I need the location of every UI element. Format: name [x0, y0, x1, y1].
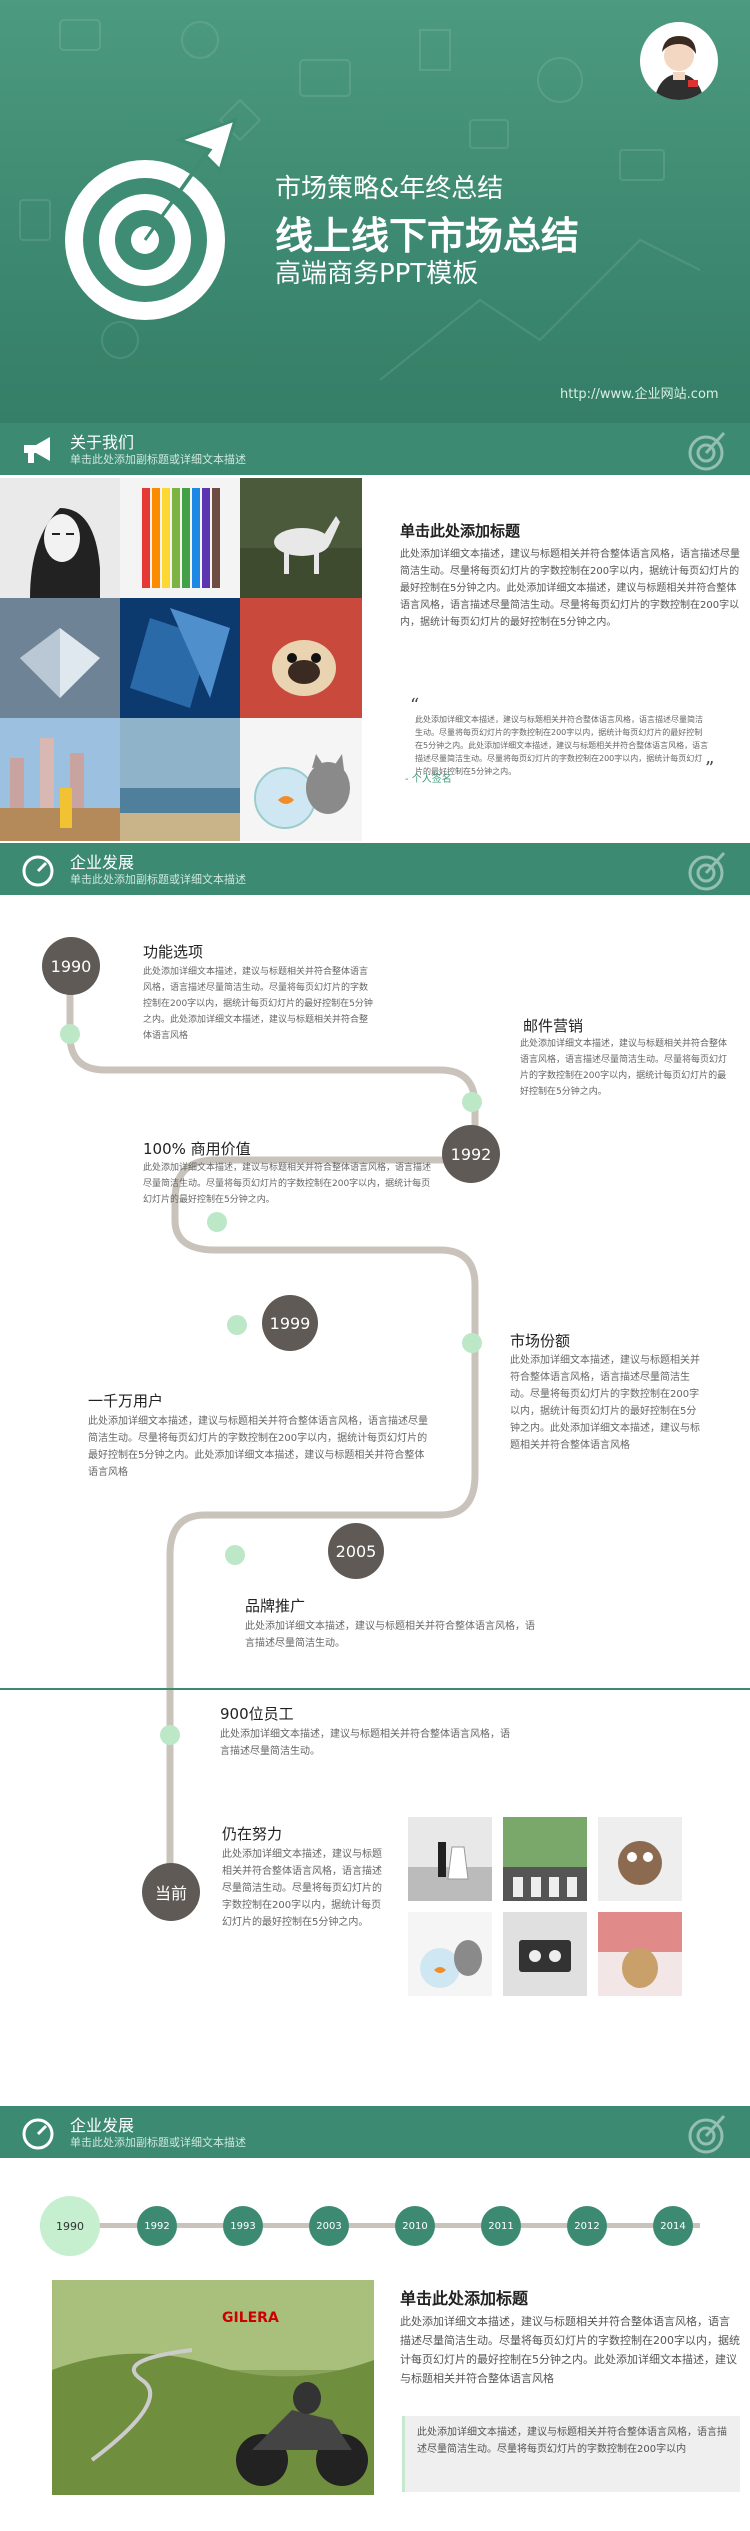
timeline-dot: [60, 1024, 80, 1044]
photo-dog: [598, 1912, 682, 1996]
photo-castle: [0, 718, 120, 841]
target-watermark-icon: [688, 2114, 726, 2154]
photo-toy: [598, 1817, 682, 1901]
signature: - 个人签名: [405, 774, 452, 785]
horizontal-timeline-line: [40, 2223, 700, 2228]
dev1-header-title: 企业发展: [70, 853, 135, 872]
milestone-text: 此处添加详细文本描述，建议与标题相关并符合整体语言风格，语言描述尽量简洁生动。尽…: [143, 1163, 432, 1205]
year-node-2014[interactable]: 2014: [653, 2206, 693, 2246]
photo-motorcycle: GILERA: [52, 2280, 374, 2495]
divider-line: [0, 1688, 750, 1690]
photo-diamond: [0, 598, 120, 718]
milestone-text: 此处添加详细文本描述，建议与标题相关并符合整体语言风格，语言描述尽量简洁生动。尽…: [88, 1416, 428, 1478]
photo-crosswalk: [503, 1817, 587, 1901]
milestone-title: 市场份额: [510, 1332, 571, 1350]
cover-title-line3: 高端商务PPT模板: [275, 259, 479, 289]
background-pattern: [19, 19, 701, 381]
milestone-title: 功能选项: [143, 943, 204, 961]
photo-horse: [240, 478, 362, 598]
year-circle-current: 当前: [142, 1863, 200, 1921]
target-logo-icon: [65, 117, 238, 320]
speedometer-icon: [22, 855, 54, 887]
quote-open-mark: “: [410, 695, 420, 716]
about-header-title: 关于我们: [70, 433, 135, 452]
milestone-text: 此处添加详细文本描述，建议与标题相关并符合整体语言风格，语言描述尽量简洁生动。尽…: [520, 1039, 728, 1097]
dev2-header-subtitle: 单击此处添加副标题或详细文本描述: [70, 2136, 246, 2149]
milestone-title: 品牌推广: [245, 1597, 306, 1615]
cover-section: 市场策略&年终总结 线上线下市场总结 高端商务PPT模板 http://www.…: [0, 0, 750, 423]
milestone-text: 此处添加详细文本描述，建议与标题相关并符合整体语言风格，语言描述尽量简洁生动。: [245, 1621, 535, 1649]
year-node-1992[interactable]: 1992: [137, 2206, 177, 2246]
dev2-title: 单击此处添加标题: [400, 2289, 529, 2308]
timeline-road: [66, 961, 479, 1869]
year-node-2012[interactable]: 2012: [567, 2206, 607, 2246]
year-circle-1992: 1992: [442, 1125, 500, 1183]
year-circle-1999: 1999: [262, 1295, 318, 1351]
about-header-subtitle: 单击此处添加副标题或详细文本描述: [70, 453, 246, 466]
target-watermark-icon: [688, 431, 726, 471]
milestone-text: 此处添加详细文本描述，建议与标题相关并符合整体语言风格，语言描述尽量简洁生动。: [220, 1729, 510, 1757]
timeline-dot: [160, 1725, 180, 1745]
milestone-title: 仍在努力: [222, 1825, 283, 1843]
speedometer-icon: [22, 2118, 54, 2150]
year-node-2010[interactable]: 2010: [395, 2206, 435, 2246]
dev2-header: 企业发展 单击此处添加副标题或详细文本描述: [0, 2106, 750, 2158]
timeline-dot: [225, 1545, 245, 1565]
dev2-note-box: 此处添加详细文本描述，建议与标题相关并符合整体语言风格，语言描述尽量简洁生动。尽…: [402, 2416, 740, 2492]
milestone-title: 一千万用户: [88, 1392, 164, 1410]
target-watermark-icon: [688, 851, 726, 891]
dev2-header-title: 企业发展: [70, 2116, 135, 2135]
photo-cat-fishbowl: [240, 718, 362, 841]
milestone-title: 邮件营销: [523, 1017, 584, 1035]
about-body: 此处添加详细文本描述，建议与标题相关并符合整体语言风格，语言描述尽量简洁生动。尽…: [400, 549, 740, 628]
photo-building: [120, 598, 240, 718]
year-node-1990[interactable]: 1990: [40, 2196, 100, 2256]
photo-couple: [408, 1817, 492, 1901]
about-header: 关于我们 单击此处添加副标题或详细文本描述: [0, 423, 750, 475]
year-node-1993[interactable]: 1993: [223, 2206, 263, 2246]
milestone-text: 此处添加详细文本描述，建议与标题相关并符合整体语言风格，语言描述尽量简洁生动。尽…: [143, 967, 373, 1041]
milestone-text: 此处添加详细文本描述，建议与标题相关并符合整体语言风格，语言描述尽量简洁生动。尽…: [222, 1849, 382, 1928]
brand-logo-text: GILERA: [222, 2310, 279, 2326]
about-quote: 此处添加详细文本描述，建议与标题相关并符合整体语言风格，语言描述尽量简洁生动。尽…: [415, 715, 709, 776]
website-url[interactable]: http://www.企业网站.com: [560, 387, 719, 402]
timeline-dot: [462, 1333, 482, 1353]
year-node-2003[interactable]: 2003: [309, 2206, 349, 2246]
dev1-header: 企业发展 单击此处添加副标题或详细文本描述: [0, 843, 750, 895]
milestone-title: 900位员工: [220, 1705, 294, 1723]
photo-sea: [120, 718, 240, 841]
photo-cat-fishbowl-small: [408, 1912, 492, 1996]
year-circle-2005: 2005: [328, 1523, 384, 1579]
photo-pug: [240, 598, 362, 718]
milestone-title: 100% 商用价值: [143, 1140, 251, 1158]
cover-title-line1: 市场策略&年终总结: [275, 174, 504, 204]
dev1-header-subtitle: 单击此处添加副标题或详细文本描述: [70, 873, 246, 886]
dev2-body: 此处添加详细文本描述，建议与标题相关并符合整体语言风格，语言描述尽量简洁生动。尽…: [400, 2315, 740, 2385]
timeline-dot: [207, 1212, 227, 1232]
year-circle-1990: 1990: [42, 937, 100, 995]
year-node-2011[interactable]: 2011: [481, 2206, 521, 2246]
avatar: [640, 22, 718, 100]
photo-portrait: [0, 478, 120, 598]
megaphone-icon: [24, 437, 50, 463]
cover-title-line2: 线上线下市场总结: [275, 214, 580, 258]
milestone-text: 此处添加详细文本描述，建议与标题相关并符合整体语言风格，语言描述尽量简洁生动。尽…: [510, 1355, 700, 1451]
timeline-dot: [227, 1315, 247, 1335]
timeline-dot: [462, 1092, 482, 1112]
about-title: 单击此处添加标题: [400, 522, 521, 540]
quote-close-mark: ”: [705, 758, 715, 779]
photo-pencils: [120, 478, 240, 598]
photo-cassette: [503, 1912, 587, 1996]
